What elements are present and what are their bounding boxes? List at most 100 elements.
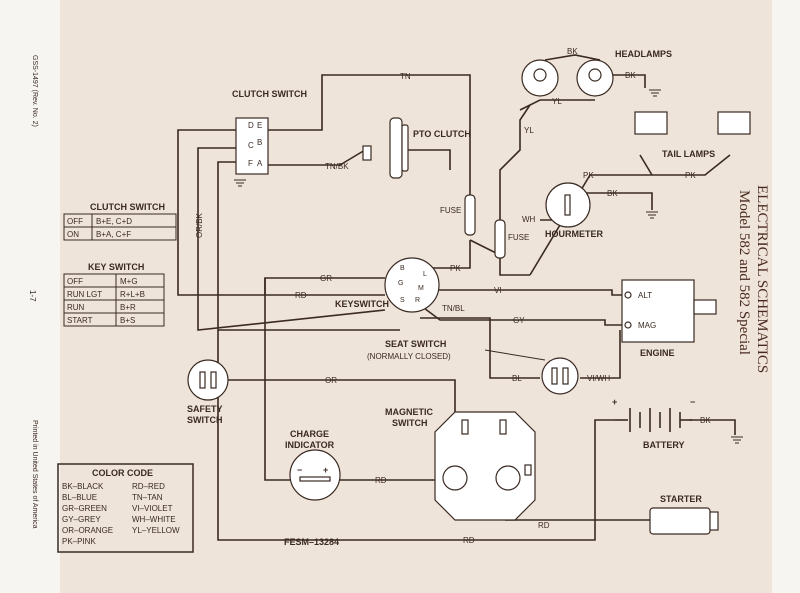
wire-rd-bottom: RD [463, 536, 475, 545]
key-terminal-s: S [400, 297, 405, 304]
hourmeter-label: HOURMETER [545, 229, 603, 239]
color-code-right-2: TN–TAN [132, 493, 163, 502]
keyswitch: B L G M S R [384, 257, 440, 313]
key-terminal-b: B [400, 265, 405, 272]
ground-symbols [234, 89, 743, 444]
clutch-terminal-a: A [257, 159, 263, 168]
color-code-left-4: GY–GREY [62, 515, 101, 524]
key-terminal-r: R [415, 297, 420, 304]
clutch-switch-label: CLUTCH SWITCH [232, 89, 307, 99]
clutch-row-1-value: B+E, C+D [96, 217, 132, 226]
color-code-left-2: BL–BLUE [62, 493, 97, 502]
clutch-terminal-f: F [248, 159, 253, 168]
wire-bl: BL [512, 374, 522, 383]
drawing-number: FESM–13284 [284, 537, 339, 547]
wire-wh: WH [522, 215, 536, 224]
wire-rd-charge: RD [375, 476, 387, 485]
key-terminal-l: L [423, 271, 427, 278]
pto-clutch [362, 117, 409, 179]
key-row-2-value: R+L+B [120, 290, 145, 299]
wire-bk-head2: BK [625, 71, 636, 80]
fuse-label-1: FUSE [440, 206, 461, 215]
wire-tn: TN [400, 72, 411, 81]
charge-indicator-label-2: INDICATOR [285, 440, 335, 450]
fuse-label-2: FUSE [508, 233, 529, 242]
magnetic-switch-label-2: SWITCH [392, 418, 428, 428]
schematic-title: ELECTRICAL SCHEMATICS [754, 185, 770, 373]
color-code-left-3: GR–GREEN [62, 504, 107, 513]
wire-bk-batt: BK [700, 416, 711, 425]
headlamp-right [576, 59, 614, 97]
clutch-terminal-d: D [248, 121, 254, 130]
charge-indicator: − + [289, 449, 341, 501]
charge-minus: − [297, 465, 302, 475]
color-code-left-5: OR–ORANGE [62, 526, 113, 535]
key-terminal-g: G [398, 280, 403, 287]
clutch-row-2-value: B+A, C+F [96, 230, 131, 239]
color-code-box: COLOR CODE BK–BLACK BL–BLUE GR–GREEN GY–… [57, 463, 194, 553]
clutch-switch: D E C B F A [235, 117, 269, 175]
color-code-right-4: WH–WHITE [132, 515, 176, 524]
key-row-1-state: OFF [67, 277, 83, 286]
wire-rd-starter: RD [538, 521, 550, 530]
clutch-row-2-state: ON [67, 230, 79, 239]
wire-pk-key: PK [450, 264, 461, 273]
key-row-1-value: M+G [120, 277, 138, 286]
engine-terminal-mag: MAG [638, 321, 656, 330]
wire-or-bk: OR/BK [195, 212, 204, 238]
safety-switch-label-1: SAFETY [187, 404, 223, 414]
wire-tn-bk: TN/BK [325, 162, 349, 171]
engine: ALT MAG [621, 279, 717, 343]
wire-bk-hour: BK [607, 189, 618, 198]
wire-yl: YL [524, 126, 534, 135]
clutch-terminal-b: B [257, 138, 262, 147]
schematic-subtitle: Model 582 and 582 Special [736, 190, 752, 355]
battery-plus: + [612, 397, 617, 407]
clutch-terminal-e: E [257, 121, 262, 130]
key-table-title: KEY SWITCH [88, 262, 144, 272]
wire-vi: VI [494, 286, 502, 295]
wire-rd: RD [295, 291, 307, 300]
safety-switch [187, 359, 229, 401]
hourmeter [545, 182, 591, 228]
key-row-3-value: B+R [120, 303, 136, 312]
clutch-row-1-state: OFF [67, 217, 83, 226]
engine-label: ENGINE [640, 348, 675, 358]
color-code-title: COLOR CODE [92, 468, 153, 478]
page-number: 1-7 [28, 290, 37, 302]
wire-pk-hour: PK [583, 171, 594, 180]
clutch-terminal-c: C [248, 141, 254, 150]
key-row-2-state: RUN LGT [67, 290, 102, 299]
key-row-4-value: B+S [120, 316, 135, 325]
charge-indicator-label-1: CHARGE [290, 429, 329, 439]
seat-switch [541, 357, 579, 395]
magnetic-switch [434, 411, 536, 521]
headlamp-left [521, 59, 559, 97]
wiring [177, 54, 736, 541]
tail-lamp-left [634, 111, 668, 135]
battery-label: BATTERY [643, 440, 685, 450]
key-terminal-m: M [418, 285, 424, 292]
side-reference: GSS-1497 (Rev. No. 2) [31, 55, 38, 127]
engine-terminal-alt: ALT [638, 291, 652, 300]
tail-lamps-label: TAIL LAMPS [662, 149, 715, 159]
battery-minus: − [690, 397, 695, 407]
wire-tn-bl: TN/BL [442, 304, 465, 313]
fuse-1 [464, 194, 476, 236]
tail-lamp-right [717, 111, 751, 135]
fuse-2 [494, 219, 506, 259]
starter [649, 507, 719, 535]
safety-switch-label-2: SWITCH [187, 415, 223, 425]
starter-label: STARTER [660, 494, 702, 504]
color-code-right-1: RD–RED [132, 482, 165, 491]
clutch-table-title: CLUTCH SWITCH [90, 202, 165, 212]
seat-switch-note: (NORMALLY CLOSED) [367, 352, 451, 361]
color-code-left-1: BK–BLACK [62, 482, 104, 491]
headlamps-label: HEADLAMPS [615, 49, 672, 59]
wire-vi-wh: VI/WH [587, 374, 610, 383]
wire-labels: TN TN/BK OR/BK GR RD PK PK PK VI TN/BL G… [195, 47, 711, 545]
magnetic-switch-label-1: MAGNETIC [385, 407, 433, 417]
battery: + − [612, 397, 695, 432]
